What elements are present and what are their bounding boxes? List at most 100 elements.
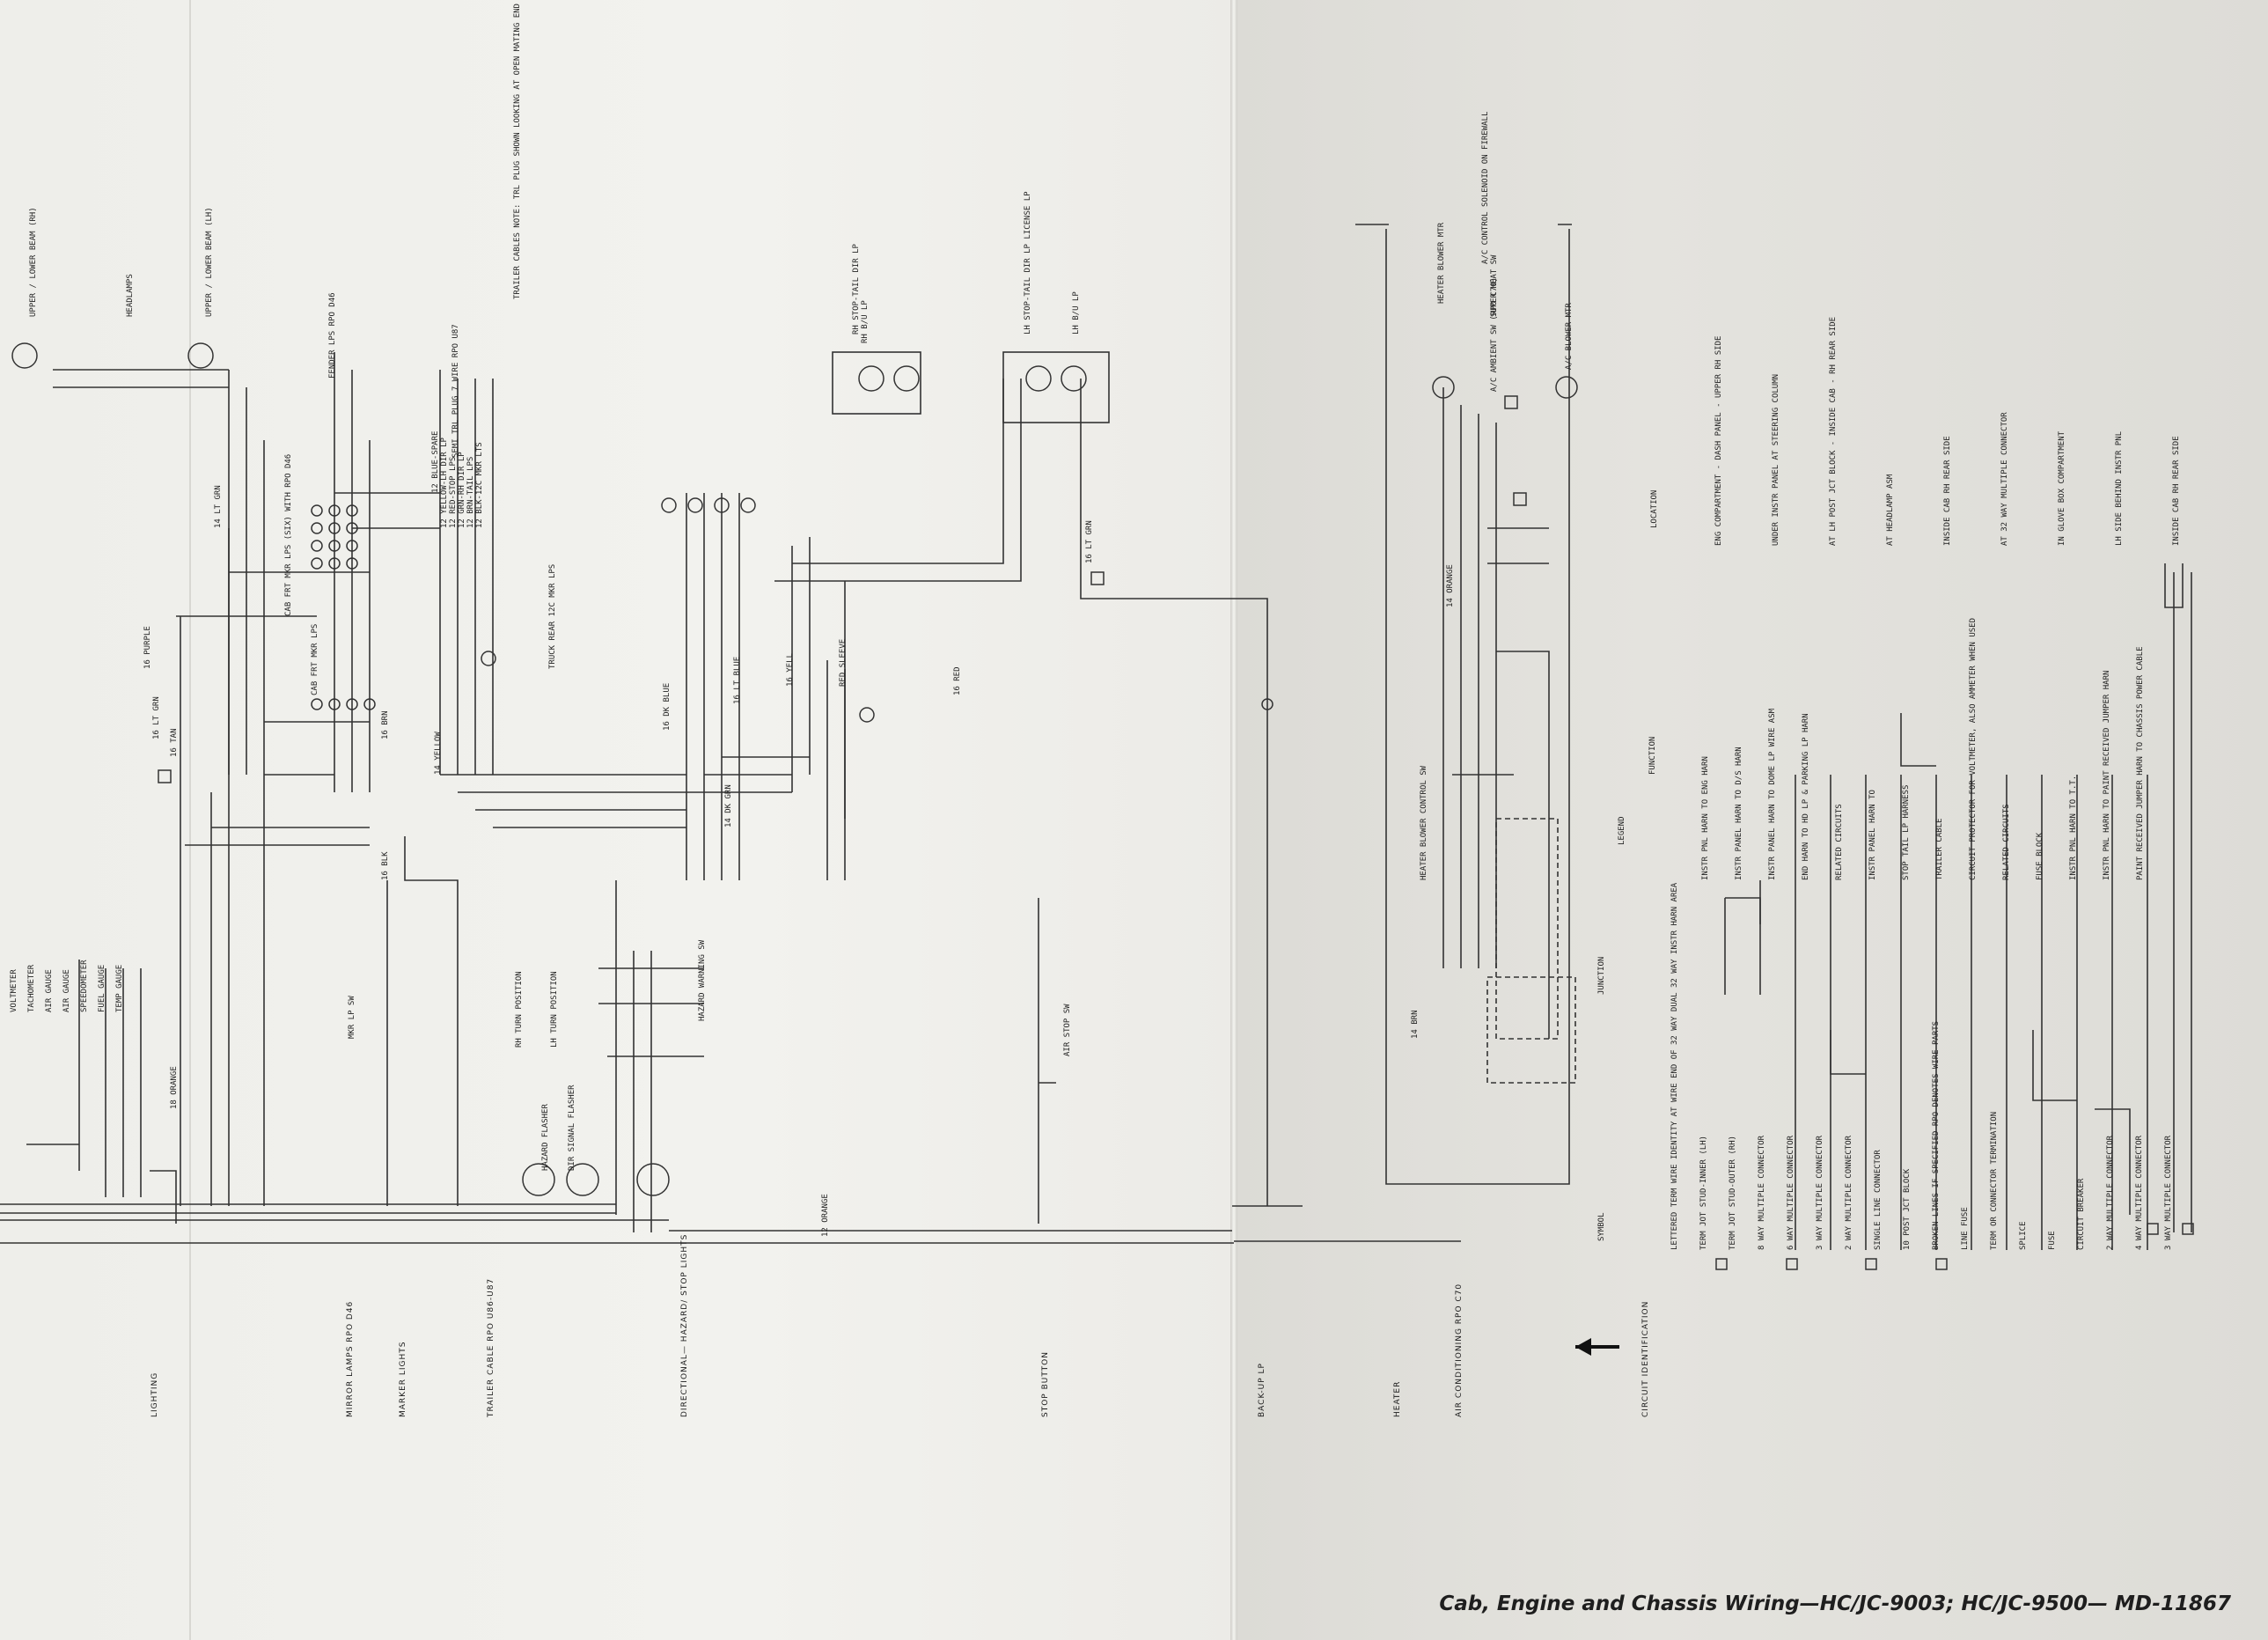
gauge-label: SPEEDOMETER bbox=[80, 960, 89, 1012]
component-label: LH B/U LP bbox=[1072, 291, 1081, 335]
legend-row-label: SINGLE LINE CONNECTOR bbox=[1874, 1150, 1883, 1250]
left-panel bbox=[0, 0, 1234, 1640]
circuit-section-label: LIGHTING bbox=[150, 1372, 159, 1417]
wire-label: 16 YELL bbox=[786, 653, 795, 687]
legend-row-label: FUSE bbox=[2048, 1231, 2057, 1250]
component-label: HAZARD WARNING SW bbox=[698, 939, 707, 1021]
gauge-label: FUEL GAUGE bbox=[98, 965, 106, 1012]
component-label: A/C BLOWER MTR bbox=[1565, 303, 1574, 370]
wire-label: 14 LT GRN bbox=[214, 485, 223, 528]
legend-function-label: FUSE BLOCK bbox=[2036, 832, 2044, 880]
component-label: HEATER BLOWER MTR bbox=[1437, 222, 1446, 304]
wire-label: 16 BRN bbox=[381, 710, 390, 739]
component-label: TRUCK REAR 12C MKR LPS bbox=[548, 564, 557, 669]
legend-function-label: INSTR PANEL HARN TO DOME LP WIRE ASM bbox=[1768, 708, 1777, 880]
legend-function-label: TRAILER CABLE bbox=[1935, 819, 1944, 880]
wire-label: 16 LT GRN bbox=[1085, 520, 1094, 563]
component-label: A/C CONTROL SOLENOID ON FIREWALL bbox=[1481, 112, 1490, 264]
gauge-label: AIR GAUGE bbox=[45, 969, 54, 1012]
component-label: RH TURN POSITION bbox=[515, 971, 524, 1048]
legend-row-label: TERM OR CONNECTOR TERMINATION bbox=[1990, 1112, 1999, 1250]
legend-row-label: BROKEN LINES IF SPECIFIED RPO DENOTES WI… bbox=[1932, 1021, 1941, 1250]
legend-row-label: 3 WAY MULTIPLE CONNECTOR bbox=[1816, 1135, 1824, 1250]
legend-row-label: 6 WAY MULTIPLE CONNECTOR bbox=[1787, 1135, 1795, 1250]
legend-function-label: INSTR PNL HARN TO ENG HARN bbox=[1701, 756, 1710, 880]
circuit-section-label: CIRCUIT IDENTIFICATION bbox=[1641, 1301, 1650, 1417]
legend-row-label: TERM JOT STUD-INNER (LH) bbox=[1699, 1136, 1708, 1250]
wire-label: 14 BRN bbox=[1411, 1010, 1420, 1039]
circuit-section-label: BACK-UP LP bbox=[1258, 1363, 1266, 1417]
wire-label: 16 RED bbox=[953, 666, 962, 695]
component-label: AIR STOP SW bbox=[1063, 1004, 1072, 1056]
legend-row-label: 2 WAY MULTIPLE CONNECTOR bbox=[2106, 1135, 2115, 1250]
legend-location-label: ENG COMPARTMENT - DASH PANEL - UPPER RH … bbox=[1714, 336, 1723, 546]
wire-label: 12 GRN-RH DIR LP bbox=[458, 452, 466, 528]
gauge-label: TACHOMETER bbox=[27, 964, 36, 1012]
component-label: FENDER LPS RPO D46 bbox=[328, 292, 337, 379]
legend-location-label: AT LH POST JCT BLOCK - INSIDE CAB - RH R… bbox=[1829, 317, 1838, 546]
legend-row-label: SPLICE bbox=[2019, 1221, 2028, 1250]
legend-location-label: AT HEADLAMP ASM bbox=[1886, 474, 1895, 546]
legend-column-header: FUNCTION bbox=[1648, 737, 1657, 775]
legend-location-label: LH SIDE BEHIND INSTR PNL bbox=[2115, 431, 2124, 546]
wire-label: 12 BLUE-SPARE bbox=[431, 431, 440, 493]
legend-row-label: LINE FUSE bbox=[1961, 1207, 1970, 1250]
circuit-section-label: DIRECTIONAL— HAZARD/ STOP LIGHTS bbox=[680, 1234, 689, 1417]
legend-row-label: 8 WAY MULTIPLE CONNECTOR bbox=[1758, 1135, 1766, 1250]
legend-row-label: 10 POST JCT BLOCK bbox=[1903, 1168, 1912, 1250]
legend-row-label: LETTERED TERM WIRE IDENTITY AT WIRE END … bbox=[1670, 882, 1679, 1250]
legend-title: LEGEND bbox=[1618, 816, 1626, 845]
wire-label: 12 BRN-TAIL LPS bbox=[466, 457, 475, 528]
component-label: UPPER / LOWER BEAM (RH) bbox=[29, 207, 38, 317]
legend-function-label: RELATED CIRCUITS bbox=[1835, 804, 1844, 880]
right-panel bbox=[1234, 0, 2268, 1640]
legend-location-label: INSIDE CAB RH REAR SIDE bbox=[1943, 436, 1952, 546]
arrow-icon bbox=[1575, 1338, 1619, 1356]
wire-label: 16 LT GRN bbox=[152, 696, 161, 739]
legend-function-label: CIRCUIT PROTECTOR FOR VOLTMETER, ALSO AM… bbox=[1969, 618, 1978, 880]
component-label: LH STOP-TAIL DIR LP LICENSE LP bbox=[1024, 191, 1032, 335]
circuit-section-label: AIR CONDITIONING RPO C70 bbox=[1455, 1283, 1464, 1417]
legend-location-label: INSIDE CAB RH REAR SIDE bbox=[2172, 436, 2181, 546]
component-label: UPPER / LOWER BEAM (LH) bbox=[205, 207, 214, 317]
legend-function-label: INSTR PANEL HARN TO D/S HARN bbox=[1735, 746, 1743, 880]
component-label: CAB FRT MKR LPS (SIX) WITH RPO D46 bbox=[284, 454, 293, 616]
wire-label: 14 DK GRN bbox=[724, 784, 733, 827]
gauge-label: AIR GAUGE bbox=[62, 969, 71, 1012]
component-label: HEATER BLOWER CONTROL SW bbox=[1420, 765, 1428, 880]
circuit-section-label: MIRROR LAMPS RPO D46 bbox=[346, 1301, 355, 1417]
legend-row-label: 4 WAY MULTIPLE CONNECTOR bbox=[2135, 1135, 2144, 1250]
legend-column-header: LOCATION bbox=[1650, 490, 1659, 528]
wire-label: 16 TAN bbox=[170, 728, 179, 757]
wire-label: 16 BLK bbox=[381, 851, 390, 880]
wire-label: 18 ORANGE bbox=[170, 1066, 179, 1109]
legend-function-label: INSTR PNL HARN TO PAINT RECEIVED JUMPER … bbox=[2103, 671, 2111, 880]
component-label: CAB FRT MKR LPS bbox=[311, 624, 319, 695]
component-label: MKR LP SW bbox=[348, 996, 356, 1039]
wire-label: 14 ORANGE bbox=[1446, 564, 1455, 607]
component-label: SEMI TRL PLUG 7 WIRE RPO U87 bbox=[451, 324, 460, 458]
component-label: HEADLAMPS bbox=[126, 274, 135, 317]
circuit-section-label: HEATER bbox=[1393, 1381, 1402, 1417]
legend-column-header: SYMBOL bbox=[1597, 1212, 1606, 1241]
wire-label: 12 ORANGE bbox=[821, 1194, 830, 1237]
circuit-section-label: TRAILER CABLE RPO U86-U87 bbox=[487, 1278, 495, 1418]
component-label: DIR SIGNAL FLASHER bbox=[568, 1085, 576, 1171]
wire-label: 16 PURPLE bbox=[143, 626, 152, 669]
component-label: RH STOP-TAIL DIR LP bbox=[852, 243, 861, 335]
circuit-section-label: MARKER LIGHTS bbox=[399, 1342, 407, 1418]
circuit-section-label: STOP BUTTON bbox=[1041, 1351, 1050, 1417]
component-label: TRAILER CABLES NOTE: TRL PLUG SHOWN LOOK… bbox=[513, 4, 522, 299]
component-label: SUPER HEAT SW bbox=[1490, 254, 1499, 317]
wire-label: 16 DK BLUE bbox=[663, 683, 672, 731]
gauge-label: TEMP GAUGE bbox=[115, 965, 124, 1012]
legend-function-label: INSTR PANEL HARN TO bbox=[1868, 790, 1877, 880]
legend-row-label: TERM JOT STUD-OUTER (RH) bbox=[1729, 1136, 1737, 1250]
wire-label: 16 LT BLUE bbox=[733, 657, 742, 704]
component-label: A/C AMBIENT SW (RPO C70) bbox=[1490, 277, 1499, 392]
legend-row-label: 2 WAY MULTIPLE CONNECTOR bbox=[1845, 1135, 1853, 1250]
legend-location-label: UNDER INSTR PANEL AT STEERING COLUMN bbox=[1772, 374, 1780, 546]
diagram-title: Cab, Engine and Chassis Wiring—HC/JC-900… bbox=[1439, 1592, 2231, 1615]
